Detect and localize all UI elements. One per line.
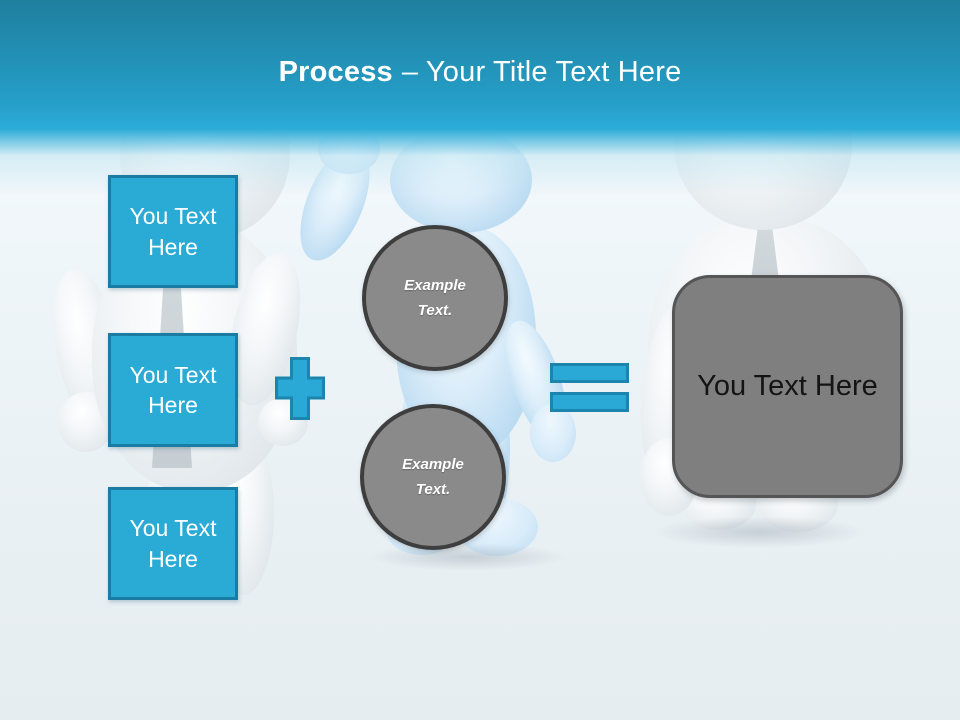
result-box[interactable]: You Text Here [672, 275, 903, 498]
result-box-label: You Text Here [697, 370, 878, 402]
text-box-2[interactable]: You Text Here [108, 333, 238, 447]
slide-title-regular: – Your Title Text Here [401, 56, 682, 88]
plus-icon [275, 357, 325, 420]
text-box-3-label: You Text Here [129, 515, 217, 572]
text-box-3[interactable]: You Text Here [108, 487, 238, 600]
middle-figure-left-hand [530, 404, 576, 462]
example-circle-1-label: Example Text. [404, 276, 466, 320]
example-circle-1[interactable]: Example Text. [362, 225, 508, 371]
header-banner: Process– Your Title Text Here [0, 0, 960, 195]
text-box-2-label: You Text Here [129, 361, 217, 418]
example-circle-2[interactable]: Example Text. [360, 404, 506, 550]
equals-icon [550, 363, 629, 412]
text-box-1[interactable]: You Text Here [108, 175, 238, 288]
slide-title-bold: Process [278, 56, 393, 88]
middle-figure-shadow [368, 543, 568, 571]
example-circle-2-label: Example Text. [402, 455, 464, 499]
slide-title[interactable]: Process– Your Title Text Here [0, 56, 960, 89]
right-figure-shadow [652, 516, 867, 548]
text-box-1-label: You Text Here [129, 203, 217, 260]
